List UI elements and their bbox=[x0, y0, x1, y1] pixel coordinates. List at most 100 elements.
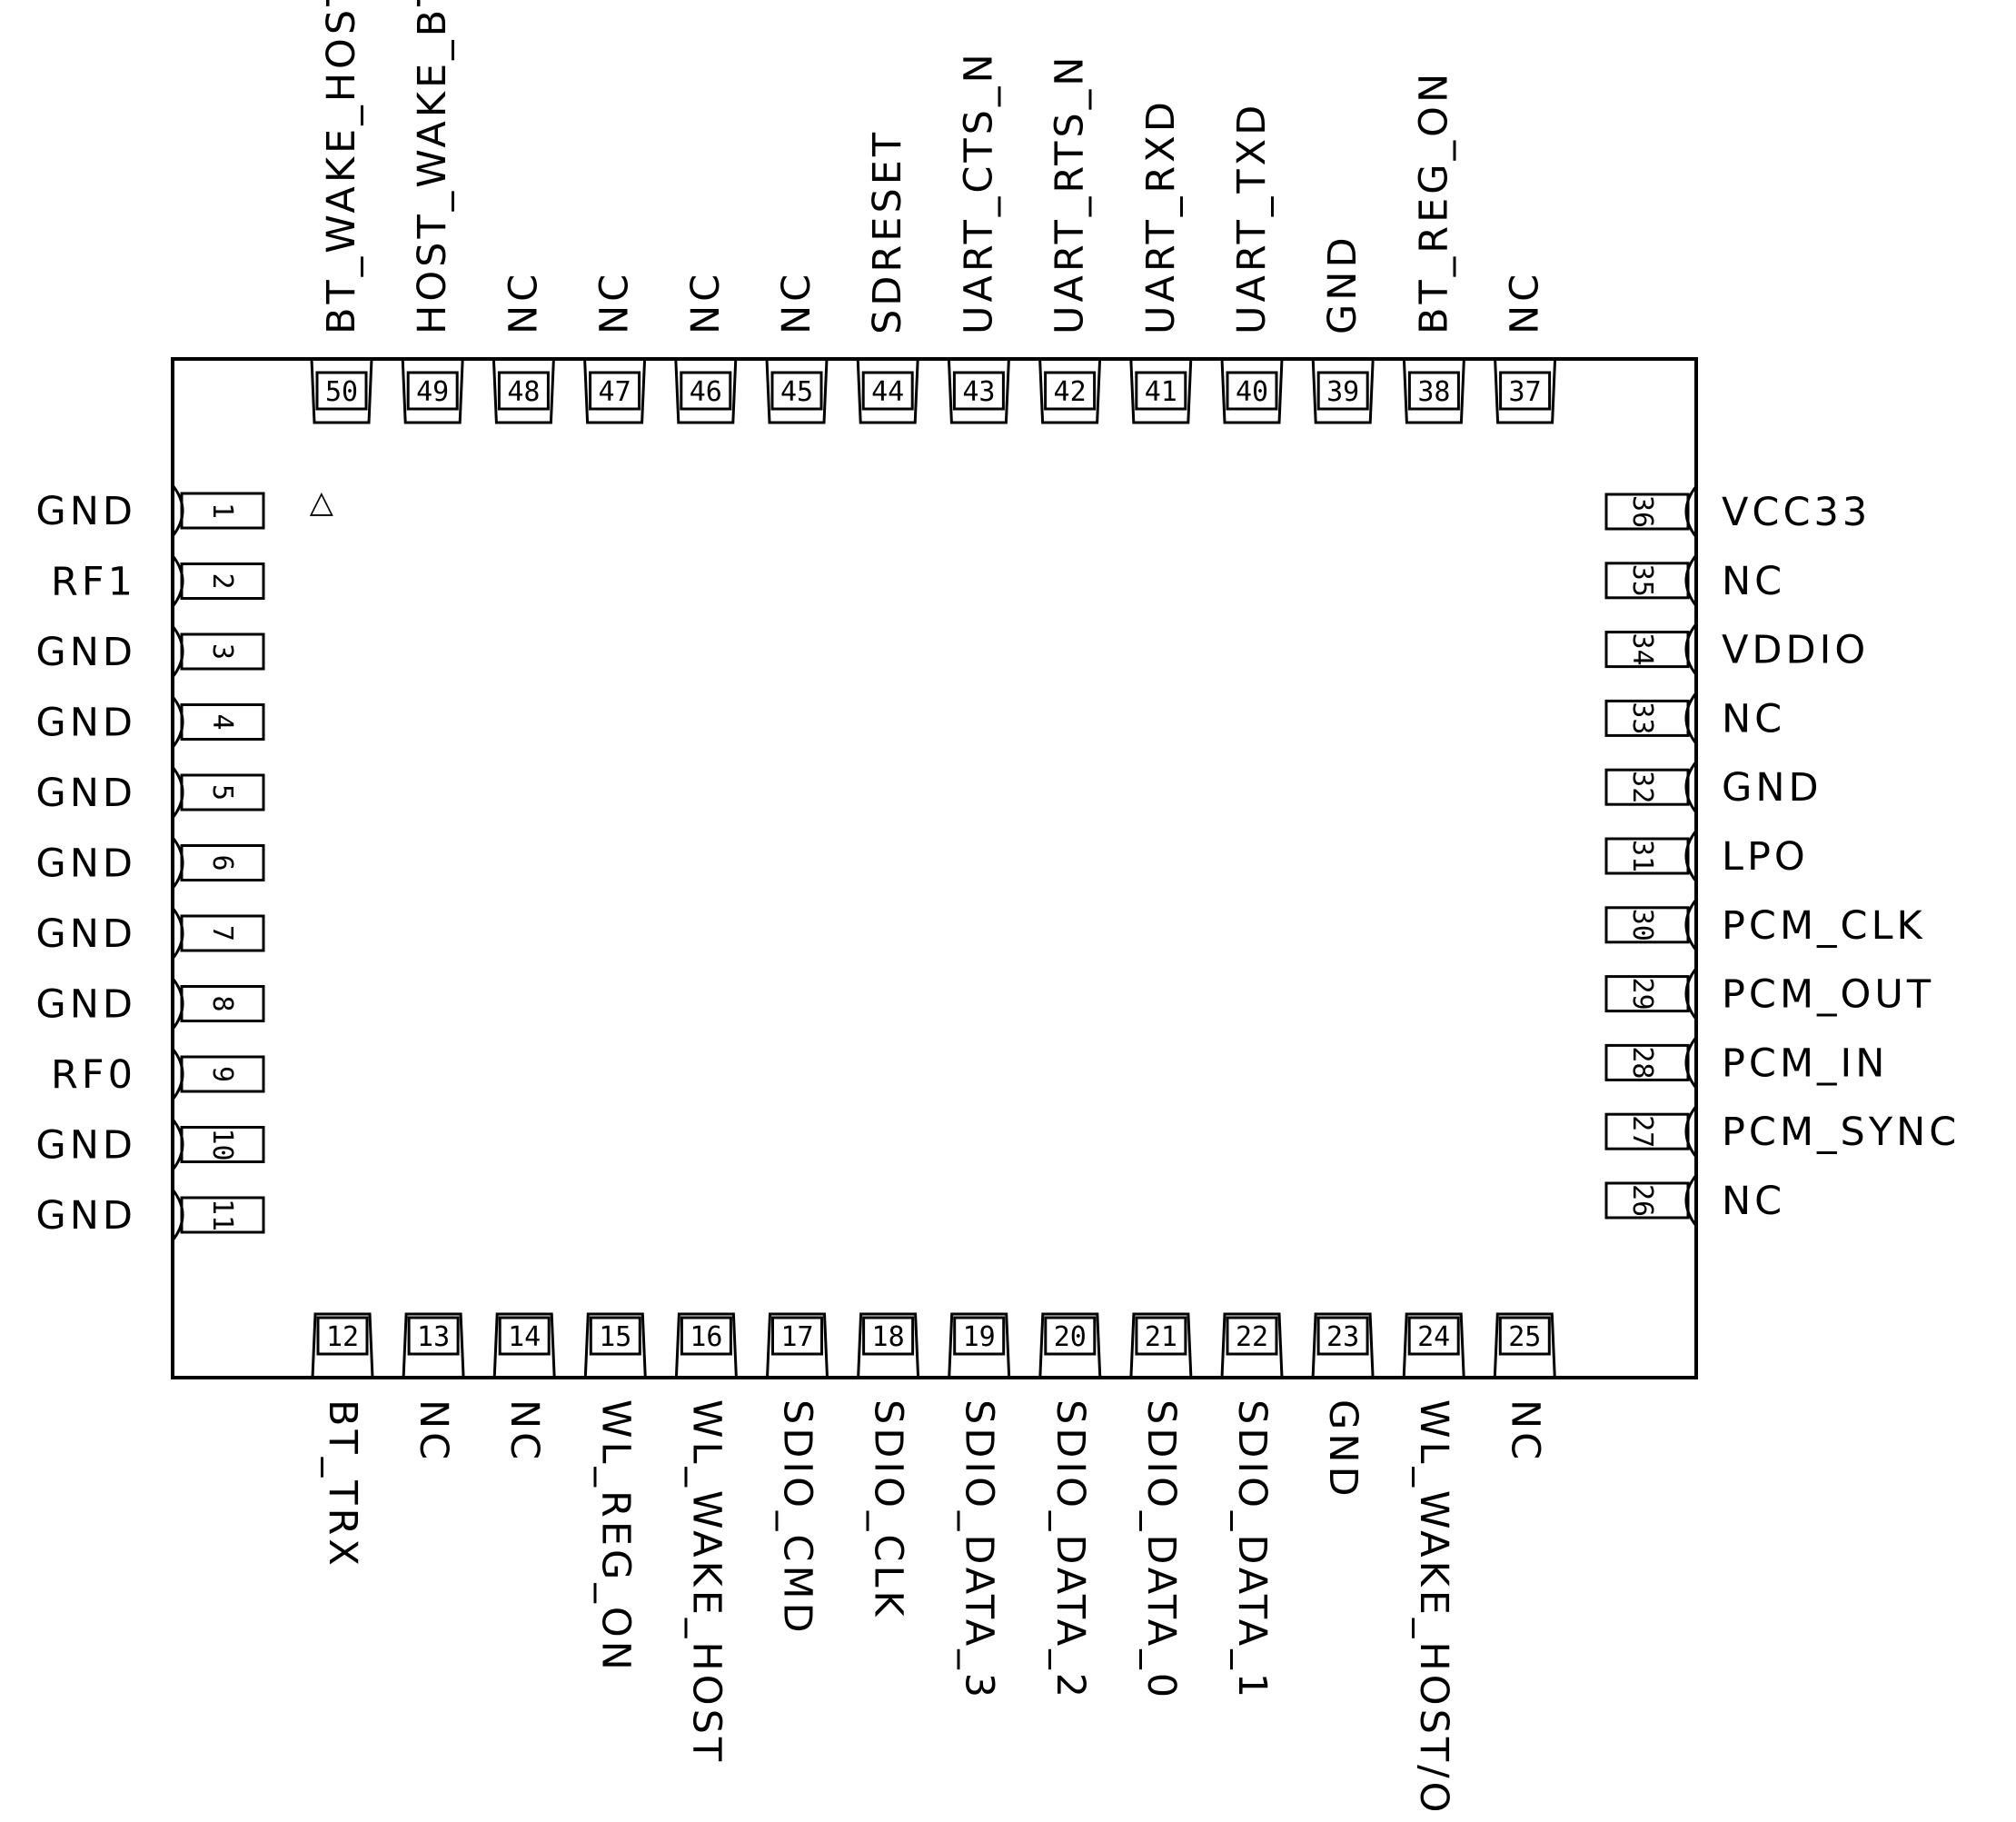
pin-number: 17 bbox=[780, 1321, 813, 1353]
pin-pad bbox=[1407, 1316, 1460, 1356]
pin-label: GND bbox=[35, 1123, 136, 1169]
pin-pad bbox=[1604, 975, 1690, 1013]
pin-label: RF1 bbox=[51, 560, 136, 605]
pin-label: GND bbox=[35, 630, 136, 675]
pin-label: LPO bbox=[1722, 834, 1809, 880]
pin-pad bbox=[1226, 1316, 1278, 1356]
pin-30: 30 PCM_CLK bbox=[1604, 898, 1926, 951]
pin-label: GND bbox=[35, 489, 136, 534]
pin-number: 47 bbox=[599, 376, 631, 408]
pin-pad bbox=[1604, 493, 1690, 531]
pin-number: 5 bbox=[206, 784, 238, 801]
pin-number: 41 bbox=[1145, 376, 1177, 408]
pin-pad bbox=[1135, 1316, 1187, 1356]
pin-pad bbox=[1498, 1316, 1551, 1356]
pin-pad bbox=[1316, 371, 1369, 411]
pin-pad bbox=[180, 563, 265, 600]
pin-number: 42 bbox=[1054, 376, 1087, 408]
pin-pad bbox=[680, 1316, 732, 1356]
pin-label: NC bbox=[502, 1399, 547, 1463]
pin-label: GND bbox=[35, 1193, 136, 1239]
top-pin-row: 37NC38BT_REG_ON39GND40UART_TXD41UART_RXD… bbox=[310, 0, 1557, 424]
pin-number: 24 bbox=[1417, 1321, 1450, 1353]
pin-number: 38 bbox=[1417, 376, 1450, 408]
pin-number: 8 bbox=[206, 995, 238, 1011]
pin-label: NC bbox=[774, 271, 819, 334]
pin-number: 10 bbox=[206, 1128, 238, 1160]
pin-pad bbox=[1604, 562, 1690, 600]
pin-label: WL_WAKE_HOST bbox=[683, 1399, 729, 1765]
pin-label: BT_WAKE_HOST bbox=[319, 0, 364, 334]
pin1-orientation-mark: ◁ bbox=[305, 493, 342, 517]
pin-pad bbox=[1226, 371, 1278, 411]
pin-number: 48 bbox=[507, 376, 540, 408]
pin-label: SDIO_CLK bbox=[866, 1399, 911, 1620]
pin-number: 12 bbox=[326, 1321, 359, 1353]
pin-pad bbox=[680, 371, 732, 411]
pin-28: 28 PCM_IN bbox=[1604, 1036, 1888, 1090]
pin-pad bbox=[180, 703, 265, 741]
pin-number: 13 bbox=[417, 1321, 450, 1353]
pin-pad bbox=[1407, 371, 1460, 411]
pin-pad bbox=[1604, 1181, 1690, 1220]
pin-label: HOST_WAKE_BT bbox=[410, 0, 455, 334]
pin-number: 9 bbox=[206, 1066, 238, 1082]
pin-number: 15 bbox=[599, 1321, 631, 1353]
pin-10: 10 GND bbox=[35, 1118, 265, 1171]
pin-label: NC bbox=[411, 1399, 456, 1463]
pin-pad bbox=[861, 371, 914, 411]
pin-number: 19 bbox=[963, 1321, 996, 1353]
pin-number: 26 bbox=[1626, 1184, 1658, 1217]
pin-number: 49 bbox=[416, 376, 449, 408]
pin-number: 3 bbox=[206, 643, 238, 660]
pin-number: 50 bbox=[325, 376, 358, 408]
pin-number: 37 bbox=[1509, 376, 1542, 408]
pin-label: SDIO_CMD bbox=[775, 1399, 820, 1637]
pin-label: GND bbox=[35, 841, 136, 887]
pin-number: 20 bbox=[1054, 1321, 1087, 1353]
pin-label: PCM_IN bbox=[1722, 1040, 1888, 1086]
pin-pad bbox=[497, 371, 550, 411]
pin-pad bbox=[1135, 371, 1187, 411]
pin-number: 34 bbox=[1626, 633, 1658, 666]
pin-number: 28 bbox=[1626, 1046, 1658, 1079]
pin-pad bbox=[953, 1316, 1006, 1356]
pin-pad bbox=[1604, 631, 1690, 669]
pin-pad bbox=[1604, 906, 1690, 944]
pin-number: 30 bbox=[1626, 909, 1658, 941]
pin-label: SDRESET bbox=[865, 129, 910, 334]
pin-3: 3 GND bbox=[35, 625, 265, 678]
pin-pad bbox=[1044, 371, 1097, 411]
pin-pad bbox=[180, 914, 265, 952]
pin-pad bbox=[180, 632, 265, 671]
pin-number: 22 bbox=[1236, 1321, 1268, 1353]
pin-pad bbox=[1604, 1043, 1690, 1081]
pin-50: 50 BT_WAKE_HOST bbox=[310, 0, 373, 424]
pin-label: PCM_CLK bbox=[1722, 903, 1926, 949]
pin-number: 29 bbox=[1626, 978, 1658, 1011]
pin-number: 25 bbox=[1508, 1321, 1541, 1353]
pin-label: SDIO_DATA_2 bbox=[1048, 1399, 1093, 1701]
